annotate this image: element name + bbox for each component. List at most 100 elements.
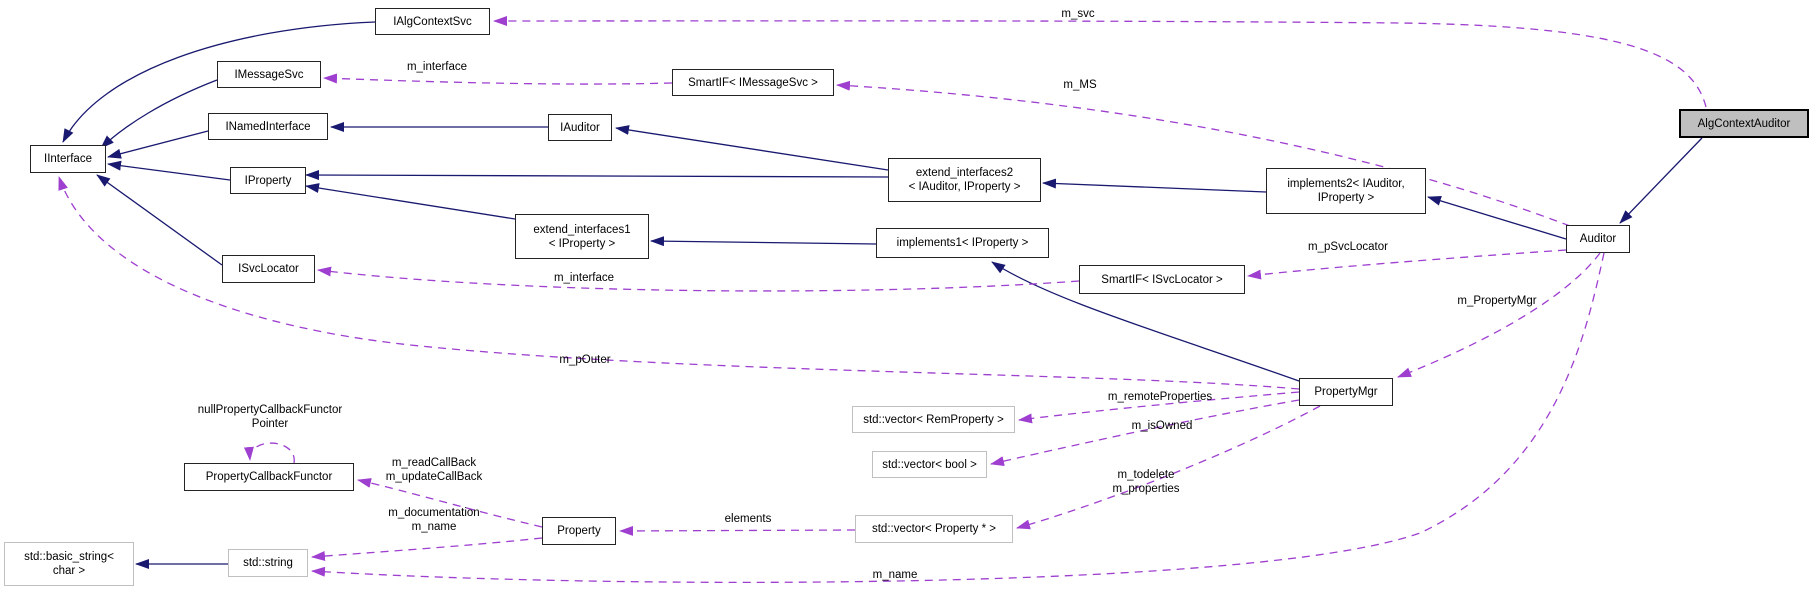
edge-imessagesvc-to-iinterface xyxy=(100,79,218,149)
edge-m-pouter xyxy=(58,176,1300,390)
edge-m-psvclocator xyxy=(1247,249,1567,280)
edge-label-m-pouter: m_pOuter xyxy=(559,354,611,366)
node-isvclocator[interactable]: ISvcLocator xyxy=(222,255,315,283)
node-inamedinterface[interactable]: INamedInterface xyxy=(208,113,328,140)
edge-label-m-propertymgr: m_PropertyMgr xyxy=(1457,295,1537,307)
edge-label-line1: nullPropertyCallbackFunctor xyxy=(197,404,343,416)
edge-label-line2: m_properties xyxy=(1112,483,1180,495)
node-iauditor[interactable]: IAuditor xyxy=(548,114,612,141)
edge-m-isowned xyxy=(990,399,1300,467)
edge-m-name-bottom xyxy=(311,252,1605,583)
edge-label-line2: m_updateCallBack xyxy=(385,471,483,483)
edge-label-m-documentation-name: m_documentation m_name xyxy=(388,506,479,534)
node-label: SmartIF< IMessageSvc > xyxy=(688,76,818,89)
node-label-line2: < IProperty > xyxy=(548,237,616,250)
edge-m-documentation-name xyxy=(311,537,543,562)
node-vector-remproperty: std::vector< RemProperty > xyxy=(852,406,1015,433)
node-propertycallbackfunctor[interactable]: PropertyCallbackFunctor xyxy=(184,463,354,491)
node-extend-interfaces1[interactable]: extend_interfaces1 < IProperty > xyxy=(515,214,649,259)
edge-m-ms xyxy=(836,80,1571,227)
edge-isvclocator-to-iinterface xyxy=(96,174,223,266)
edge-label-m-psvclocator: m_pSvcLocator xyxy=(1308,241,1388,253)
edge-label-m-callbacks: m_readCallBack m_updateCallBack xyxy=(386,456,483,484)
edge-extend-interfaces1-to-iproperty xyxy=(305,183,516,220)
node-vector-bool: std::vector< bool > xyxy=(872,451,987,478)
node-extend-interfaces2[interactable]: extend_interfaces2 < IAuditor, IProperty… xyxy=(888,158,1041,202)
node-basicstring: std::basic_string< char > xyxy=(4,542,134,586)
node-smartif-imessagesvc[interactable]: SmartIF< IMessageSvc > xyxy=(672,69,834,96)
node-label-line2: char > xyxy=(52,565,86,577)
node-imessagesvc[interactable]: IMessageSvc xyxy=(217,61,321,88)
node-label: IInterface xyxy=(44,153,92,165)
edge-label-m-interface-top: m_interface xyxy=(406,61,468,73)
node-smartif-isvclocator[interactable]: SmartIF< ISvcLocator > xyxy=(1079,265,1245,294)
edge-m-propertymgr xyxy=(1397,252,1601,378)
node-label: IAlgContextSvc xyxy=(393,15,472,28)
edge-label-m-ms: m_MS xyxy=(1063,79,1097,91)
node-label: std::vector< RemProperty > xyxy=(863,413,1004,426)
node-stdstring: std::string xyxy=(228,549,308,577)
edge-label-line2: m_name xyxy=(411,521,457,533)
node-label: implements1< IProperty > xyxy=(896,237,1029,249)
edge-iproperty-to-iinterface xyxy=(107,160,231,181)
node-implements2[interactable]: implements2< IAuditor, IProperty > xyxy=(1266,168,1426,214)
node-auditor[interactable]: Auditor xyxy=(1566,225,1630,253)
edge-label-line1: m_todelete xyxy=(1117,469,1175,481)
edge-propertymgr-to-implements1 xyxy=(991,261,1300,382)
node-label: IMessageSvc xyxy=(234,68,304,81)
node-propertymgr[interactable]: PropertyMgr xyxy=(1299,378,1393,406)
node-label-line1: extend_interfaces1 xyxy=(533,223,631,236)
node-label: Property xyxy=(557,525,601,537)
edge-label-m-svc: m_svc xyxy=(1061,8,1095,20)
edge-label-m-isowned: m_isOwned xyxy=(1131,420,1193,432)
edge-m-callbacks xyxy=(357,478,543,528)
edge-label-line1: m_readCallBack xyxy=(391,457,477,469)
node-iproperty[interactable]: IProperty xyxy=(230,167,306,194)
edge-label-line1: m_documentation xyxy=(388,507,480,519)
node-label: std::vector< Property * > xyxy=(871,523,996,535)
edge-m-interface-top xyxy=(323,73,673,85)
node-label-line2: IProperty > xyxy=(1317,192,1375,204)
edge-elements xyxy=(619,525,856,536)
node-label: SmartIF< ISvcLocator > xyxy=(1101,273,1223,286)
edge-m-todelete-properties xyxy=(1016,405,1321,530)
node-label: PropertyCallbackFunctor xyxy=(205,471,333,483)
edge-ialgcontextsvc-to-iinterface xyxy=(62,21,376,143)
edge-label-m-remoteproperties: m_remoteProperties xyxy=(1107,391,1213,403)
node-label: IProperty xyxy=(244,174,292,187)
node-iinterface[interactable]: IInterface xyxy=(30,145,106,173)
edge-extend-interfaces2-to-iauditor xyxy=(615,125,889,171)
node-label: ISvcLocator xyxy=(238,263,299,275)
edge-label-m-todelete-properties: m_todelete m_properties xyxy=(1112,468,1179,496)
edge-m-remoteproperties xyxy=(1018,391,1300,424)
edge-inamedinterface-to-iinterface xyxy=(107,130,209,159)
edge-label-m-interface-bottom: m_interface xyxy=(553,272,615,284)
node-label-line2: < IAuditor, IProperty > xyxy=(908,181,1021,193)
node-implements1[interactable]: implements1< IProperty > xyxy=(876,228,1049,258)
node-label: IAuditor xyxy=(560,121,600,134)
edge-label-elements: elements xyxy=(724,513,772,525)
edge-extend-interfaces2-to-iproperty xyxy=(305,170,889,181)
node-label-line1: std::basic_string< xyxy=(24,551,114,563)
edge-label-m-name-bottom: m_name xyxy=(872,569,918,581)
edge-algcontextauditor-to-auditor xyxy=(1619,137,1703,224)
edge-m-interface-bottom xyxy=(317,266,1080,292)
node-label-line1: implements2< IAuditor, xyxy=(1287,178,1405,190)
node-property[interactable]: Property xyxy=(542,517,616,545)
node-ialgcontextsvc[interactable]: IAlgContextSvc xyxy=(375,8,490,35)
node-label: Auditor xyxy=(1579,233,1617,245)
node-vector-property: std::vector< Property * > xyxy=(855,515,1013,543)
node-label-line1: extend_interfaces2 xyxy=(915,167,1014,179)
node-label: std::string xyxy=(243,557,293,569)
node-label: std::vector< bool > xyxy=(882,458,977,471)
node-algcontextauditor: AlgContextAuditor xyxy=(1679,109,1809,138)
node-label: INamedInterface xyxy=(225,120,311,133)
node-label: AlgContextAuditor xyxy=(1697,117,1791,130)
edge-null-functor-self-loop xyxy=(243,442,295,464)
edge-m-svc xyxy=(493,15,1707,108)
edge-implements2-to-extend-interfaces2 xyxy=(1042,178,1267,193)
node-label: PropertyMgr xyxy=(1314,386,1378,398)
edge-auditor-to-implements2 xyxy=(1427,196,1567,240)
